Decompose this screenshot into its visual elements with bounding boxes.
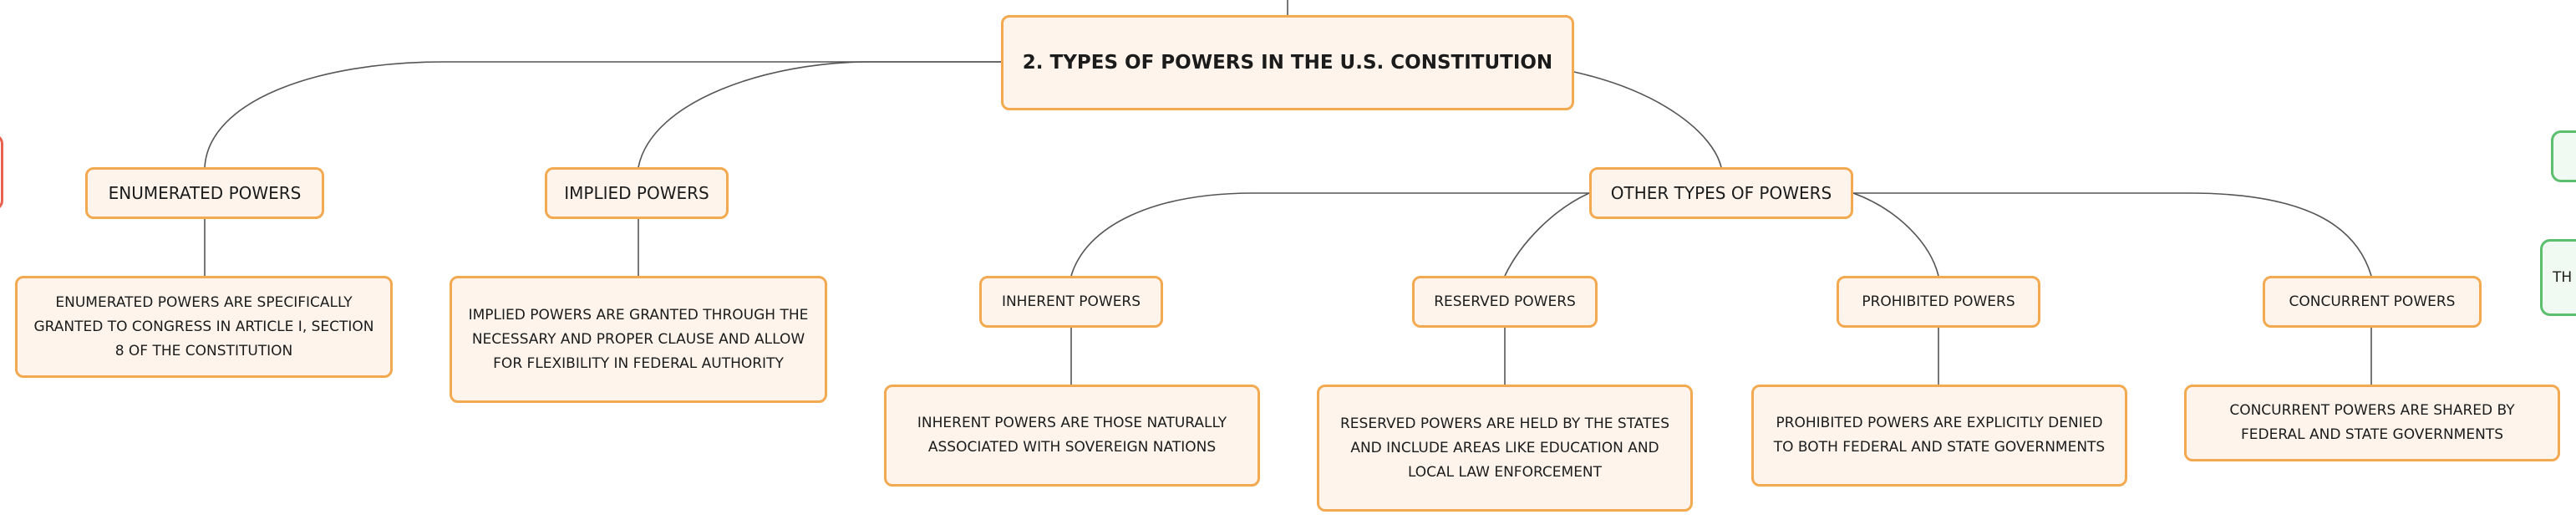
connector-root-implied (638, 61, 1001, 168)
other-types-of-powers-node[interactable]: OTHER TYPES OF POWERS (1589, 167, 1853, 219)
concurrent-powers-description-text: CONCURRENT POWERS ARE SHARED BY FEDERAL … (2229, 402, 2515, 443)
enumerated-powers-node[interactable]: ENUMERATED POWERS (85, 167, 324, 219)
offscreen-node-right-2-label: TH (2553, 269, 2573, 286)
reserved-powers-description-text: RESERVED POWERS ARE HELD BY THE STATES A… (1339, 415, 1669, 481)
implied-powers-description-text: IMPLIED POWERS ARE GRANTED THROUGH THE N… (468, 306, 809, 372)
connector-root-enumerated (204, 61, 1001, 168)
connector-other-prohibited (1852, 192, 1939, 277)
connector-root-other (1573, 71, 1722, 168)
other-types-of-powers-title: OTHER TYPES OF POWERS (1610, 183, 1832, 203)
enumerated-powers-description-text: ENUMERATED POWERS ARE SPECIFICALLY GRANT… (33, 293, 374, 359)
connector-other-reserved (1504, 192, 1590, 277)
inherent-powers-description-text: INHERENT POWERS ARE THOSE NATURALLY ASSO… (917, 415, 1227, 456)
connector-other-inherent (1070, 192, 1589, 277)
offscreen-node-left[interactable] (0, 134, 3, 211)
offscreen-node-right-2[interactable]: TH (2540, 239, 2576, 316)
prohibited-powers-title: PROHIBITED POWERS (1862, 293, 2015, 310)
implied-powers-description[interactable]: IMPLIED POWERS ARE GRANTED THROUGH THE N… (450, 276, 827, 403)
prohibited-powers-description-text: PROHIBITED POWERS ARE EXPLICITLY DENIED … (1773, 415, 2106, 456)
concurrent-powers-description[interactable]: CONCURRENT POWERS ARE SHARED BY FEDERAL … (2184, 385, 2560, 461)
root-node[interactable]: 2. TYPES OF POWERS IN THE U.S. CONSTITUT… (1001, 15, 1574, 110)
connector-other-concurrent (1853, 192, 2372, 277)
enumerated-powers-title: ENUMERATED POWERS (108, 183, 302, 203)
reserved-powers-title: RESERVED POWERS (1434, 293, 1576, 310)
prohibited-powers-description[interactable]: PROHIBITED POWERS ARE EXPLICITLY DENIED … (1751, 385, 2127, 487)
enumerated-powers-description[interactable]: ENUMERATED POWERS ARE SPECIFICALLY GRANT… (15, 276, 393, 378)
prohibited-powers-node[interactable]: PROHIBITED POWERS (1837, 276, 2040, 328)
implied-powers-title: IMPLIED POWERS (564, 183, 709, 203)
inherent-powers-description[interactable]: INHERENT POWERS ARE THOSE NATURALLY ASSO… (884, 385, 1260, 487)
inherent-powers-title: INHERENT POWERS (1001, 293, 1141, 310)
inherent-powers-node[interactable]: INHERENT POWERS (979, 276, 1163, 328)
concurrent-powers-node[interactable]: CONCURRENT POWERS (2263, 276, 2482, 328)
concurrent-powers-title: CONCURRENT POWERS (2289, 293, 2456, 310)
root-node-title: 2. TYPES OF POWERS IN THE U.S. CONSTITUT… (1022, 52, 1553, 74)
reserved-powers-node[interactable]: RESERVED POWERS (1412, 276, 1598, 328)
offscreen-node-right-1[interactable] (2551, 130, 2576, 182)
implied-powers-node[interactable]: IMPLIED POWERS (545, 167, 729, 219)
reserved-powers-description[interactable]: RESERVED POWERS ARE HELD BY THE STATES A… (1317, 385, 1693, 512)
